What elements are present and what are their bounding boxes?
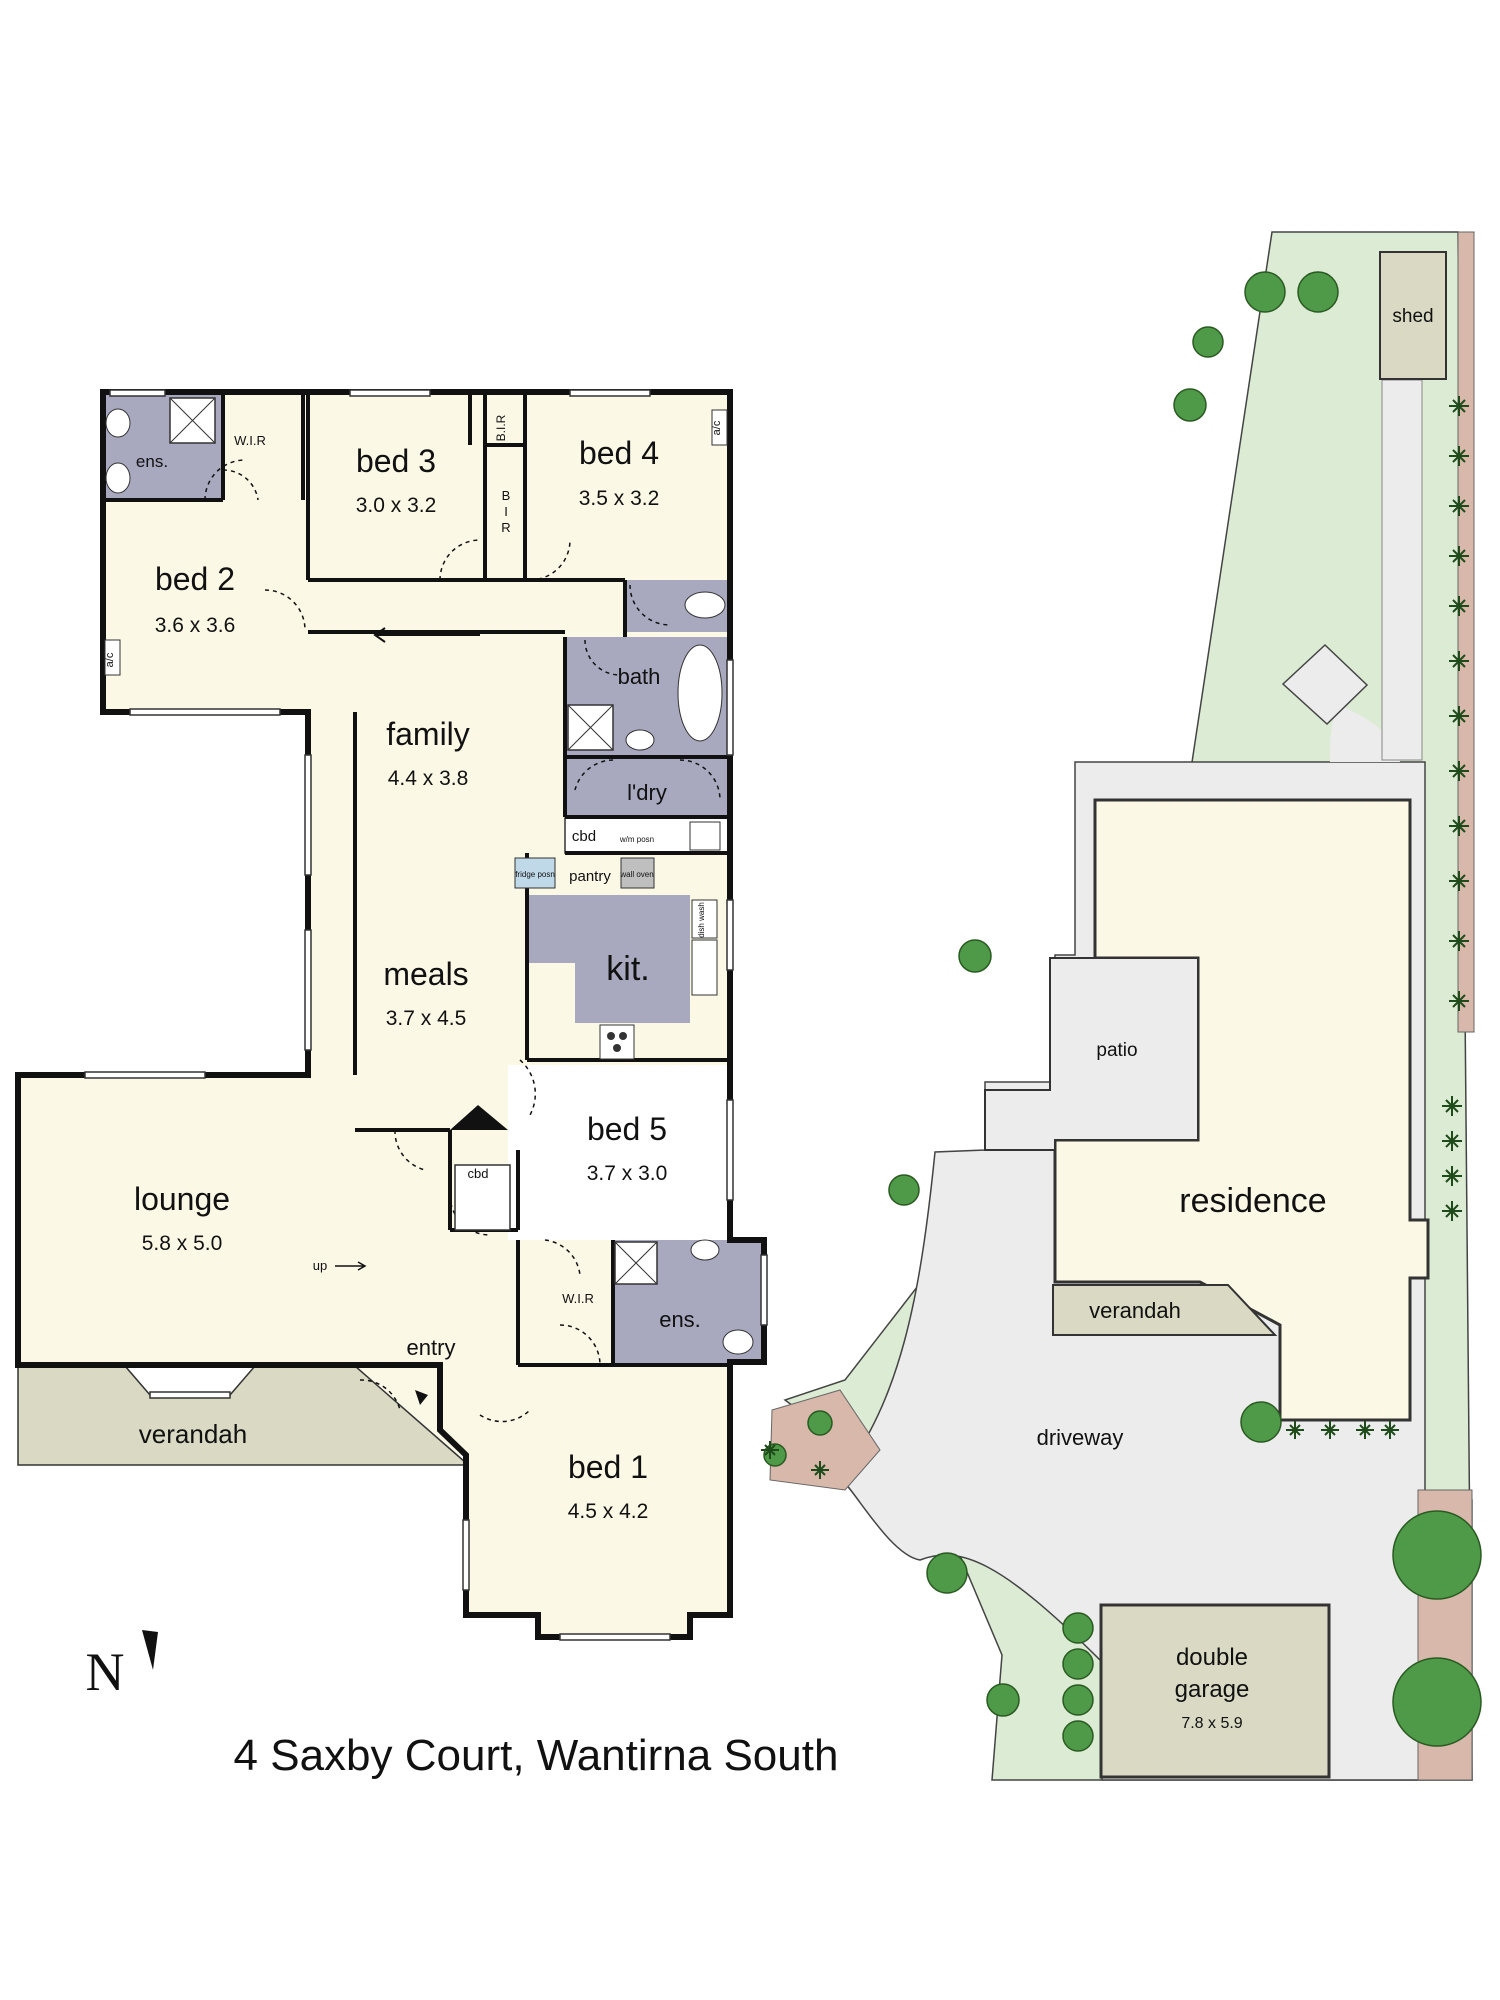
wm-label: w/m posn xyxy=(619,835,654,844)
bath-label: bath xyxy=(618,664,661,689)
dish-wash-label: dish wash xyxy=(697,902,706,938)
ac-label-bed4: a/c xyxy=(711,420,723,435)
pantry-label: pantry xyxy=(569,868,611,885)
bed2-size: 3.6 x 3.6 xyxy=(155,614,236,637)
hedge-plants xyxy=(761,396,1469,1479)
up-label: up xyxy=(313,1258,327,1273)
front-verandah-label: verandah xyxy=(139,1419,247,1449)
garage-label-2: garage xyxy=(1175,1676,1250,1703)
garage-size: 7.8 x 5.9 xyxy=(1181,1715,1242,1732)
site-verandah-label: verandah xyxy=(1089,1298,1181,1323)
door-swings xyxy=(204,459,721,1423)
bed5-name: bed 5 xyxy=(587,1111,667,1147)
kitchen-bench xyxy=(527,895,690,1023)
trees xyxy=(763,271,1482,1752)
family-size: 4.4 x 3.8 xyxy=(388,767,469,790)
driveway-label: driveway xyxy=(1037,1425,1124,1450)
lounge-name: lounge xyxy=(134,1181,230,1217)
bed5-size: 3.7 x 3.0 xyxy=(587,1162,668,1185)
meals-size: 3.7 x 4.5 xyxy=(386,1007,467,1030)
bir-mid-r: R xyxy=(501,520,510,535)
entry-label: entry xyxy=(407,1335,456,1360)
shed xyxy=(1379,251,1447,380)
shed-label: shed xyxy=(1392,306,1433,327)
bed1-size: 4.5 x 4.2 xyxy=(568,1500,649,1523)
bed2-name: bed 2 xyxy=(155,561,235,597)
bir-top-label: B.I.R xyxy=(494,414,508,441)
fixtures xyxy=(104,397,754,1355)
family-name: family xyxy=(386,716,470,752)
bir-mid-i: I xyxy=(504,504,508,519)
kitchen-label: kit. xyxy=(606,950,649,988)
house-plan: bed 2 3.6 x 3.6 bed 3 3.0 x 3.2 bed 4 3.… xyxy=(15,389,768,1641)
ac-label-bed2: a/c xyxy=(104,652,116,667)
residence-label: residence xyxy=(1179,1182,1326,1220)
lounge-size: 5.8 x 5.0 xyxy=(142,1232,223,1255)
property-title: 4 Saxby Court, Wantirna South xyxy=(234,1731,839,1780)
patio-label: patio xyxy=(1096,1040,1137,1061)
site-plan: shed patio residence verandah driveway d… xyxy=(761,231,1482,1781)
garage xyxy=(1099,1603,1331,1779)
cbd-label: cbd xyxy=(572,828,596,845)
bir-mid-b: B xyxy=(502,488,511,503)
bed3-name: bed 3 xyxy=(356,443,436,479)
fridge-label: fridge posn xyxy=(515,870,555,879)
cbd-entry-label: cbd xyxy=(468,1166,489,1181)
wir-top-label: W.I.R xyxy=(234,433,266,448)
ensuite-top-label: ens. xyxy=(136,452,168,471)
laundry xyxy=(565,757,730,817)
garage-label-1: double xyxy=(1176,1644,1248,1671)
ensuite-bed1-label: ens. xyxy=(659,1307,701,1332)
windows xyxy=(84,389,768,1641)
bed1-name: bed 1 xyxy=(568,1449,648,1485)
meals-name: meals xyxy=(383,956,468,992)
patio xyxy=(984,957,1199,1151)
compass-pointer-icon xyxy=(142,1630,158,1670)
compass-label: N xyxy=(86,1642,125,1702)
wall-oven-label: wall oven xyxy=(619,870,653,879)
site-verandah xyxy=(1052,1284,1278,1336)
laundry-label: l'dry xyxy=(627,780,667,805)
wir-bed1-label: W.I.R xyxy=(562,1291,594,1306)
north-arrow: N xyxy=(86,1630,158,1702)
bed4-name: bed 4 xyxy=(579,435,659,471)
bed3-size: 3.0 x 3.2 xyxy=(356,494,437,517)
bed4-size: 3.5 x 3.2 xyxy=(579,487,660,510)
